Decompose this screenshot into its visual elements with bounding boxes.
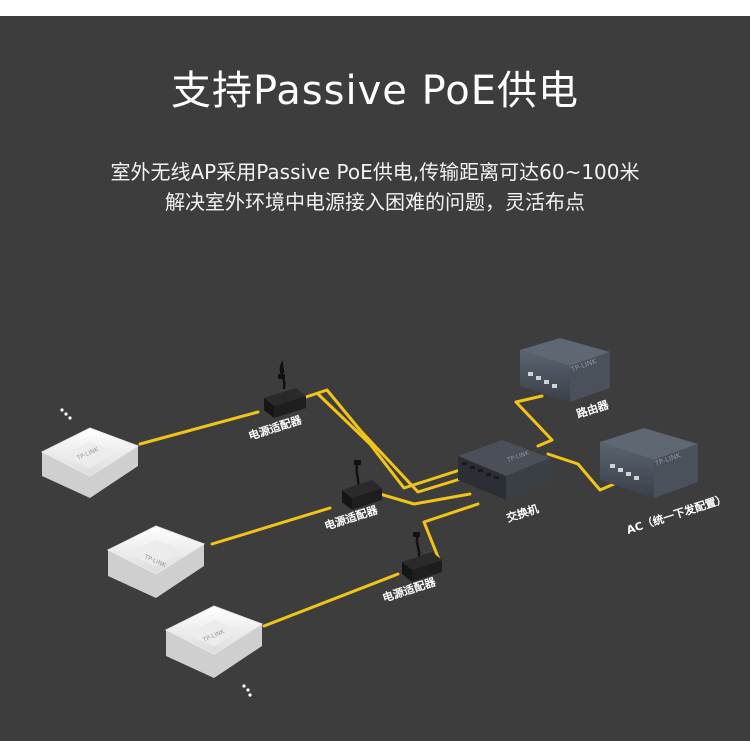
power-cord-3 bbox=[415, 532, 421, 562]
cable-adapter3-switch bbox=[422, 502, 480, 564]
power-adapter-2 bbox=[342, 480, 382, 510]
access-point-2: TP-LINK bbox=[106, 525, 206, 598]
cable-switch-router bbox=[514, 394, 554, 448]
poster-background bbox=[0, 16, 750, 741]
plugs bbox=[278, 374, 420, 537]
cable-switch-ac bbox=[546, 452, 616, 492]
power-cord-1 bbox=[279, 359, 286, 390]
subtitle-line-1: 室外无线AP采用Passive PoE供电,传输距离可达60~100米 bbox=[110, 160, 640, 184]
switch-device: TP-LINK bbox=[458, 440, 550, 500]
access-point-3: TP-LINK bbox=[164, 605, 264, 678]
cable-adapter1-switch-2 bbox=[316, 392, 462, 490]
router-device: TP-LINK bbox=[520, 338, 610, 402]
router-label: 路由器 bbox=[575, 397, 612, 421]
subtitle-line-2: 解决室外环境中电源接入困难的问题，灵活布点 bbox=[165, 190, 585, 214]
cable-ap3-adapter3 bbox=[262, 572, 400, 628]
plug-2 bbox=[354, 460, 361, 465]
cables bbox=[138, 388, 616, 628]
page-title: 支持Passive PoE供电 bbox=[170, 68, 580, 114]
power-cord-2 bbox=[355, 460, 360, 490]
access-point-1: TP-LINK bbox=[40, 427, 140, 498]
ac-controller-device: TP-LINK bbox=[600, 428, 698, 498]
cable-ap2-adapter2 bbox=[210, 506, 332, 546]
cable-adapter1-switch bbox=[304, 388, 472, 494]
cable-adapter2-switch bbox=[378, 492, 472, 506]
ellipsis-top bbox=[60, 408, 72, 420]
power-adapter-3 bbox=[402, 552, 442, 582]
plug-3 bbox=[413, 532, 420, 537]
switch-label: 交换机 bbox=[505, 501, 541, 525]
plug-1 bbox=[278, 374, 285, 379]
ac-label: AC（统一下发配置） bbox=[625, 491, 729, 537]
power-adapter-1 bbox=[264, 388, 306, 418]
cable-ap1-adapter1 bbox=[138, 410, 260, 446]
ellipsis-bottom bbox=[242, 684, 252, 697]
